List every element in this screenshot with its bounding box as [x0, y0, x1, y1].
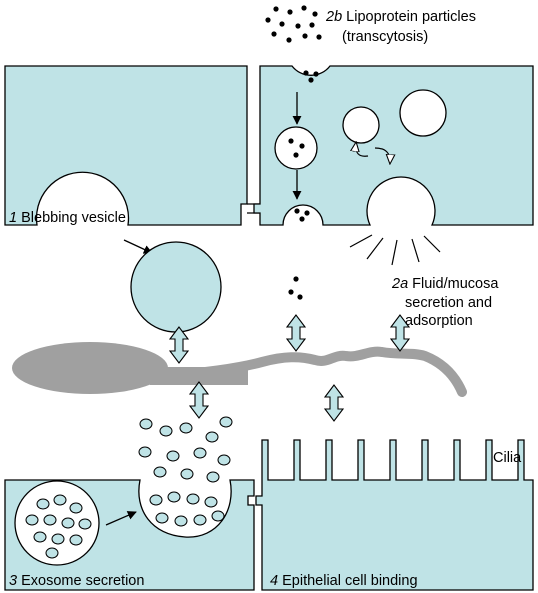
particle	[288, 138, 294, 144]
vertical-double-arrow-icon	[168, 326, 190, 364]
secretory-vesicle-small	[342, 106, 380, 144]
sperm-midpiece	[150, 367, 248, 385]
mvb-fusion-arrow	[105, 511, 137, 526]
particle	[308, 77, 314, 83]
particle	[294, 208, 300, 214]
vertical-double-arrow-icon	[188, 381, 210, 419]
top-right-cell-body	[253, 65, 534, 226]
label-fluid-mucosa: 2a Fluid/mucosa	[391, 276, 499, 292]
label-exosome-secretion: 3 Exosome secretion	[9, 573, 144, 589]
top-right-cell	[253, 65, 534, 226]
top-left-cell-body	[4, 65, 248, 226]
sperm-head	[12, 342, 168, 394]
lumen-exosomes	[138, 416, 233, 483]
lipoprotein-particles-cloud	[265, 5, 322, 43]
sperm-tail	[153, 346, 467, 397]
particle	[293, 152, 299, 158]
label-epithelial-cell-binding: 4 Epithelial cell binding	[270, 573, 418, 589]
free-particles	[288, 276, 303, 300]
particle	[303, 70, 309, 76]
vertical-double-arrow-icon	[389, 314, 411, 352]
particle	[304, 210, 310, 216]
secretion-lines	[349, 234, 441, 266]
label-adsorption: adsorption	[405, 313, 473, 329]
bottom-left-cell	[4, 479, 255, 591]
circular-arrows-icon	[356, 143, 390, 163]
vertical-double-arrow-icon	[285, 314, 307, 352]
label-lipoprotein-particles: 2b Lipoprotein particles	[325, 9, 476, 25]
particle	[299, 143, 305, 149]
bleb-release-arrow	[123, 239, 153, 254]
top-left-cell	[4, 65, 260, 226]
label-blebbing-vesicle: 1 Blebbing vesicle	[9, 210, 126, 226]
bottom-right-cell-body	[255, 439, 534, 591]
particle	[299, 216, 305, 222]
label-transcytosis: (transcytosis)	[342, 29, 428, 45]
label-cilia: Cilia	[493, 450, 522, 466]
transcytosis-vesicle	[274, 126, 318, 170]
fusing-pit-exosomes	[149, 491, 225, 527]
particle	[313, 71, 319, 77]
sperm-cell	[12, 342, 467, 397]
secretory-vesicle-large	[399, 89, 447, 137]
released-blebbing-vesicle	[130, 241, 222, 333]
vertical-double-arrow-icon	[323, 384, 345, 422]
bottom-right-cell	[255, 439, 534, 591]
label-secretion-and: secretion and	[405, 295, 492, 311]
intraluminal-vesicles	[25, 494, 92, 559]
